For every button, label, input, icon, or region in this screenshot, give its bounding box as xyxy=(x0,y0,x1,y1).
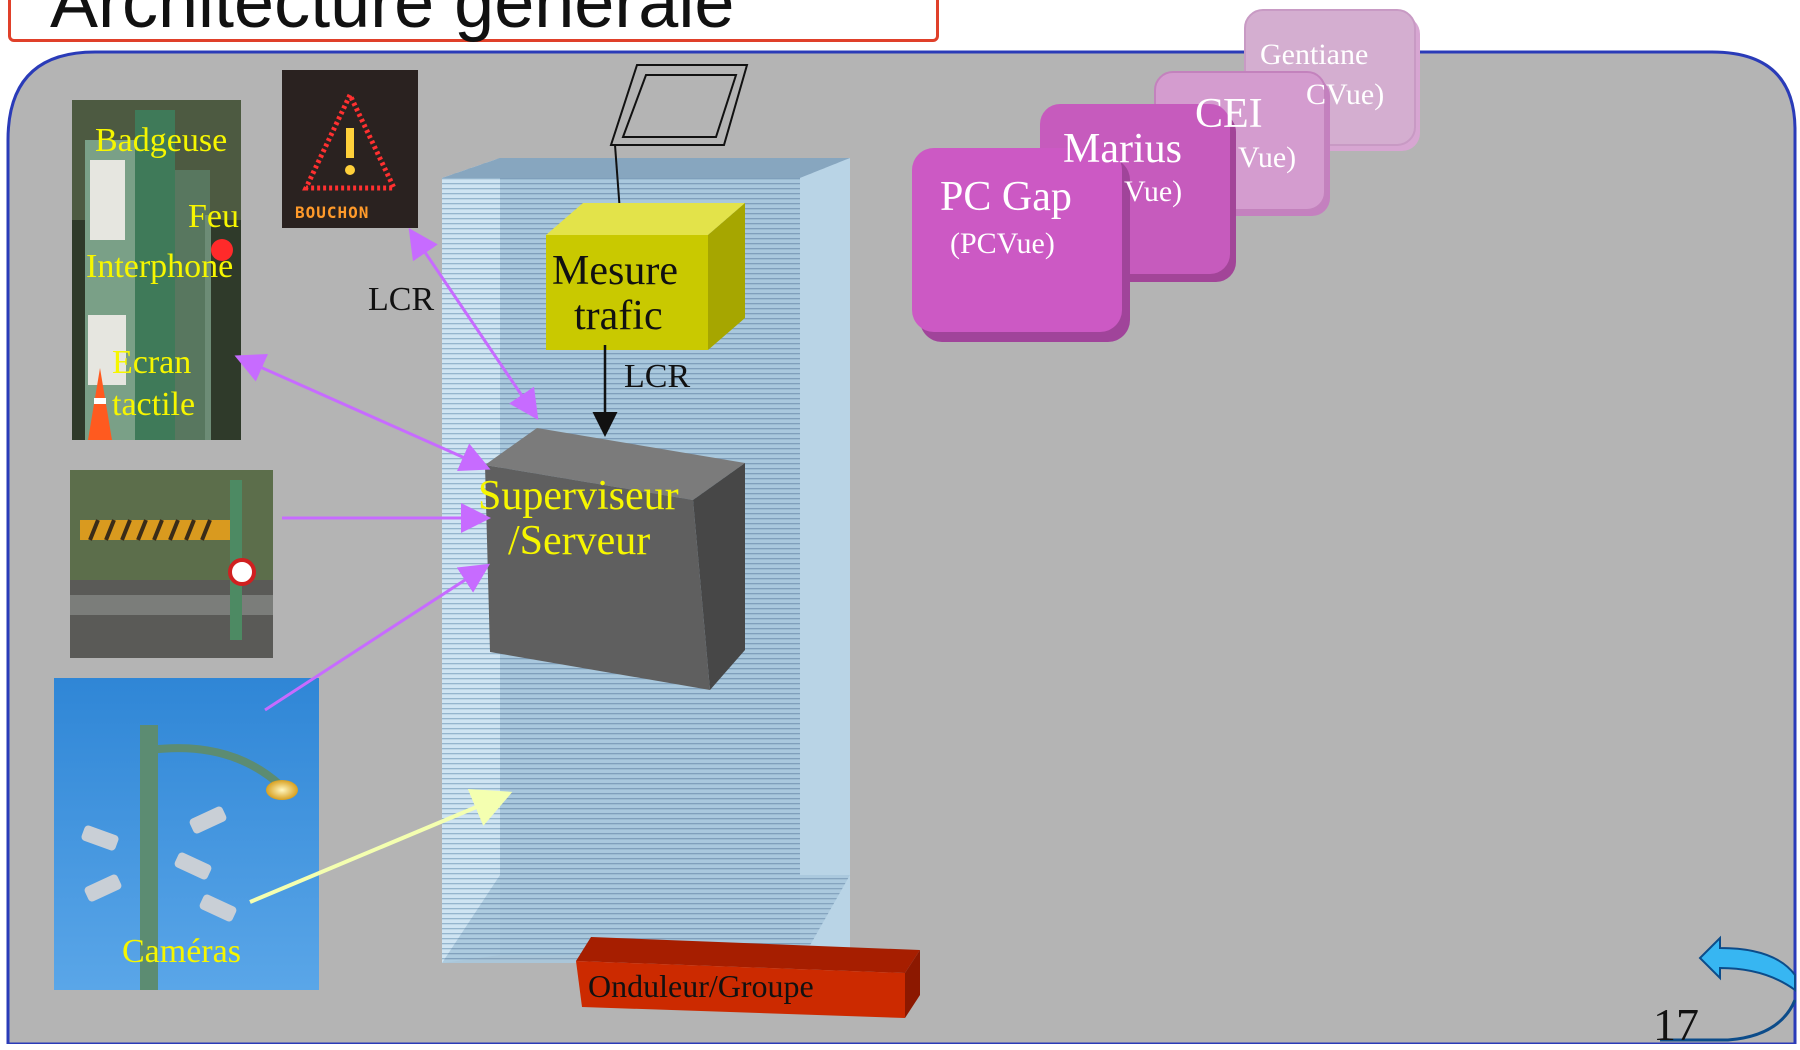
workstation-cei-name: CEI xyxy=(1195,91,1263,137)
touch-screen-label-line1: Ecran xyxy=(112,344,192,381)
intercom-label: Interphone xyxy=(86,248,234,285)
red-light-icon xyxy=(211,239,233,261)
lcr-label-measure: LCR xyxy=(624,358,691,395)
supervisor-label-line2: /Serveur xyxy=(508,518,651,564)
supervisor-server-box xyxy=(485,428,745,690)
workstation-cei-sub: Vue) xyxy=(1238,141,1297,174)
lcr-label-sign: LCR xyxy=(368,281,435,318)
slide-title: Architecture générale xyxy=(50,0,735,43)
page-number: 17 xyxy=(1653,999,1699,1050)
link-arrows xyxy=(234,228,618,904)
traffic-measure-label-line2: trafic xyxy=(574,293,663,339)
monitor-icon xyxy=(609,64,749,213)
cameras-photo xyxy=(54,678,319,990)
badge-reader-label: Badgeuse xyxy=(95,122,228,159)
kiosk-photo xyxy=(72,100,241,440)
workstation-pc-gap xyxy=(912,148,1130,342)
ups-label: Onduleur/Groupe xyxy=(588,968,814,1004)
arrow-kiosk-to-server xyxy=(234,354,491,471)
traffic-measure-box xyxy=(546,203,745,350)
arrow-cameras-to-rack xyxy=(249,788,513,904)
arrow-sign-to-server xyxy=(408,228,539,420)
workstation-marius-name: Marius xyxy=(1063,126,1182,172)
bouchon-sign-photo xyxy=(282,70,418,228)
light-label: Feu xyxy=(188,198,239,235)
workstation-gentiane-sub: CVue) xyxy=(1306,78,1385,111)
traffic-measure-label-line1: Mesure xyxy=(552,248,678,294)
workstation-pc-gap-sub: (PCVue) xyxy=(950,227,1055,260)
workstation-gentiane-name: Gentiane xyxy=(1260,38,1369,71)
title-box xyxy=(8,0,939,42)
arrow-cameras-to-server xyxy=(264,563,491,712)
barrier-photo xyxy=(70,470,273,658)
bouchon-sign-text: BOUCHON xyxy=(295,203,370,222)
cameras-label: Caméras xyxy=(122,933,241,970)
workstation-marius-sub: Vue) xyxy=(1124,175,1183,208)
supervisor-label-line1: Superviseur xyxy=(478,473,679,519)
return-arrow-icon[interactable] xyxy=(1660,935,1797,1042)
workstation-pc-gap-name: PC Gap xyxy=(940,174,1072,220)
ups-box xyxy=(576,937,920,1018)
touch-screen-label-line2: tactile xyxy=(112,386,196,423)
